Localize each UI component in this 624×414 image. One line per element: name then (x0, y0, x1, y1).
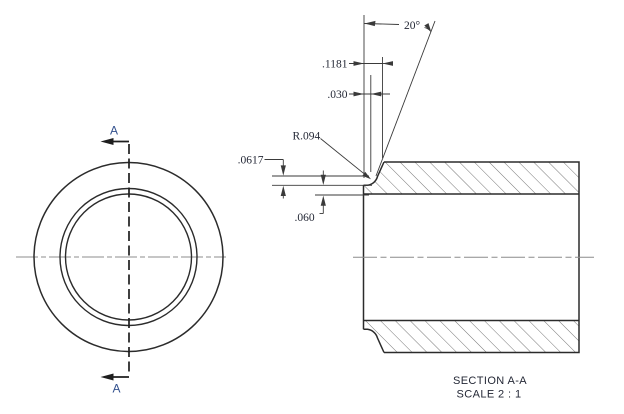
dim-counterbore-depth (349, 61, 393, 66)
section-arrow-bottom (100, 373, 114, 381)
lower-wall-hatch (363, 320, 579, 353)
dim-counterbore-depth-label: .1181 (322, 58, 348, 70)
dim-step-depth (349, 91, 390, 97)
dim-fillet-radius-label: R.094 (293, 130, 321, 142)
dim-lip-height-upper (264, 159, 286, 199)
dim-lip-height-lower (319, 170, 326, 214)
section-view (353, 161, 594, 354)
ext-taper-angled (375, 20, 436, 177)
dimensions (264, 15, 436, 214)
dim-step-depth-label: .030 (327, 89, 347, 101)
section-label-a-bottom: A (112, 382, 120, 396)
lower-lip-fillet-taper (363, 328, 385, 353)
dim-fillet-radius (320, 138, 371, 180)
dim-lip-height-lower-label: .060 (295, 212, 315, 224)
section-arrow-top (100, 138, 114, 145)
front-view: A A (16, 124, 226, 396)
dim-taper-angle-label: 20° (404, 20, 421, 32)
section-label-a-top: A (110, 124, 118, 138)
dim-lip-height-upper-label: .0617 (238, 154, 264, 166)
section-scale: SCALE 2 : 1 (457, 389, 522, 401)
section-title: SECTION A-A (453, 375, 527, 387)
upper-wall-hatch (363, 162, 579, 194)
dim-taper-angle (364, 20, 432, 33)
